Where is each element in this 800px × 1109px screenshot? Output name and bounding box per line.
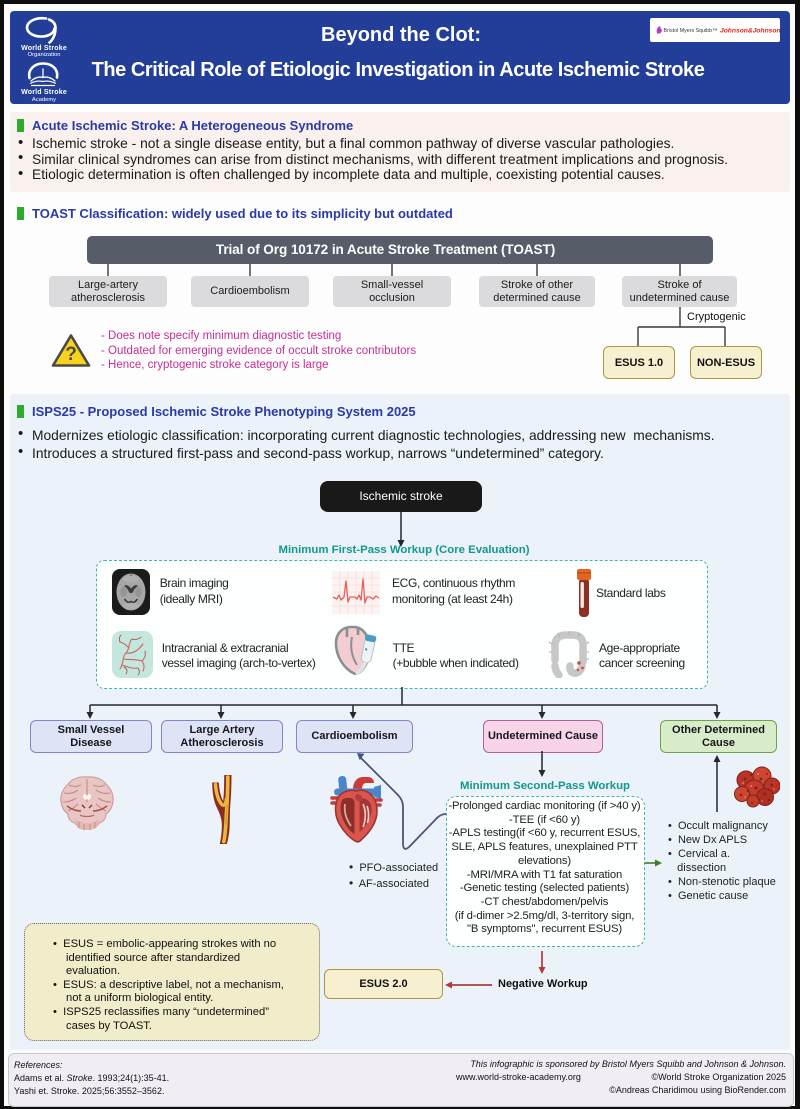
svg-text:Johnson&Johnson: Johnson&Johnson <box>720 28 780 35</box>
svg-text:Bristol Myers Squibb™: Bristol Myers Squibb™ <box>664 28 718 34</box>
svg-text:?: ? <box>65 344 77 365</box>
